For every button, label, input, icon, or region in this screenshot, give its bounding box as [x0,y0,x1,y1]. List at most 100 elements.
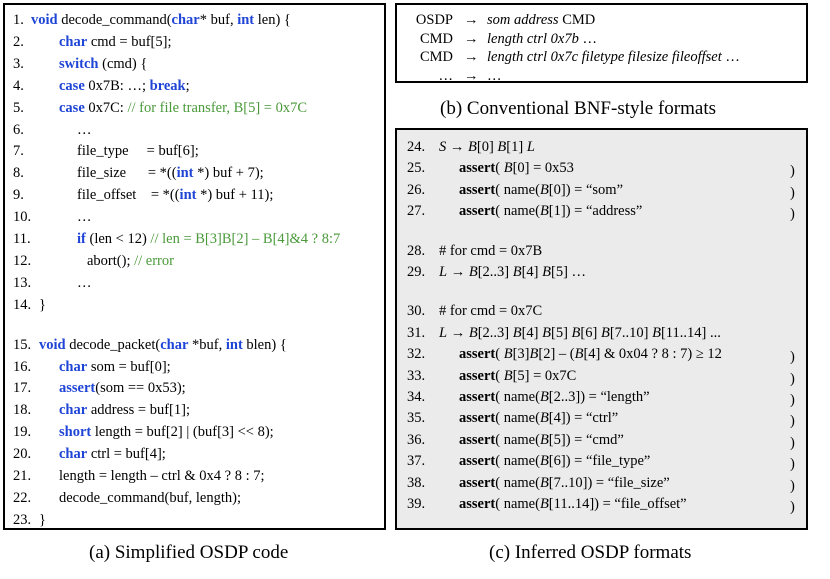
bnf-lhs: CMD [419,49,453,65]
text-segment: ; [185,77,190,94]
text-segment: B [512,324,522,341]
code-line: 3.switch (cmd) { [13,55,147,73]
line-number: 33. [407,367,426,384]
text-segment: blen) { [242,336,287,353]
text-segment: [6]) = “file_type” [548,453,651,470]
text-segment: L [439,264,448,280]
text-segment: [5] [551,324,572,341]
format-line: 31.L → B[2..3] B[4] B[5] B[6] B[7..10] B… [407,324,721,342]
text-segment: … [578,30,597,47]
text-segment: B [542,264,551,280]
code-line: 19.short length = buf[2] | (buf[3] << 8)… [13,423,274,441]
code-line: 17.assert(som == 0x53); [13,379,186,397]
text-segment: assert [459,453,496,470]
text-segment: [0] = 0x53 [512,160,574,177]
text-segment: S [439,139,447,155]
closing-paren: ) [790,477,795,494]
text-segment: } [39,511,46,528]
closing-paren: ) [790,184,795,201]
text-segment: // error [134,252,174,269]
code-line: 8.file_size = *((int *) buf + 7); [13,164,264,182]
text-segment: B [503,367,513,384]
text-segment: [6] [580,324,601,341]
line-number: 36. [407,431,426,448]
code-line: 4.case 0x7B: …; break; [13,77,190,95]
text-segment: … [487,67,502,84]
text-segment: decode_command(buf, length); [59,489,241,506]
text-segment: ( name( [495,181,540,198]
code-line: 20.char ctrl = buf[4]; [13,445,166,463]
text-segment: int [176,165,194,182]
text-segment: decode_packet( [65,336,161,353]
text-segment: [2] – ( [538,346,575,363]
text-segment: void [31,12,58,28]
closing-paren: ) [790,206,795,223]
text-segment: length = buf[2] | (buf[3] << 8); [91,424,274,441]
bnf-rhs: length ctrl 0x7b … [487,30,597,48]
text-segment: som address [487,12,559,28]
bnf-rhs: som address CMD [487,11,595,29]
text-segment: B [503,160,513,177]
text-segment: *) buf + 7); [193,165,264,182]
format-line: 32.assert( B[3]B[2] – (B[4] & 0x04 ? 8 :… [407,345,722,363]
text-segment: → [447,264,469,280]
text-segment: int [179,187,197,204]
code-line: 23.} [13,511,46,529]
format-line: 26.assert( name(B[0]) = “som” [407,181,623,199]
text-segment: [7..10] [609,324,653,341]
text-segment: *buf, [188,336,226,353]
text-segment: … [77,274,92,291]
text-segment: switch [59,55,99,72]
line-number: 28. [407,242,426,259]
code-line: 1.void decode_command(char* buf, int len… [13,11,291,29]
arrow-icon: → [464,67,479,84]
line-number: 38. [407,474,426,491]
line-number: 22. [13,489,32,506]
text-segment: int [225,336,243,353]
text-segment: L [526,139,535,155]
code-line: 11.if (len < 12) // len = B[3]B[2] – B[4… [13,230,340,248]
bnf-lhs: CMD [419,30,453,47]
text-segment: length ctrl 0x7c filetype filesize fileo… [487,49,722,65]
text-segment: char [59,402,88,419]
text-segment: B [468,264,478,280]
text-segment: B [539,389,549,405]
code-line: 15.void decode_packet(char *buf, int ble… [13,336,287,354]
text-segment: ( name( [495,410,540,427]
code-line: 7.file_type = buf[6]; [13,142,199,160]
closing-paren: ) [790,392,795,408]
line-number: 1. [13,12,24,28]
closing-paren: ) [790,349,795,366]
line-number: 11. [13,231,31,247]
line-number: 31. [407,324,426,341]
text-segment: B [600,324,610,341]
text-segment: … [721,49,740,65]
text-segment: B [503,346,513,363]
format-line: 39.assert( name(B[11..14]) = “file_offse… [407,495,687,513]
line-number: 34. [407,389,426,405]
text-segment: ctrl = buf[4]; [87,446,166,463]
text-segment: B [571,324,581,341]
text-segment: * buf, [199,12,238,28]
text-segment: ( name( [495,496,540,512]
closing-paren: ) [790,413,795,430]
code-line: 18.char address = buf[1]; [13,401,190,419]
closing-paren: ) [790,499,795,515]
text-segment: file_type = buf[6]; [77,143,199,160]
text-segment: [3] [512,346,530,363]
text-segment: B [468,139,477,155]
text-segment: assert [59,380,96,397]
text-segment: abort(); [87,252,135,269]
arrow-icon: → [464,30,479,47]
code-line: 16.char som = buf[0]; [13,358,171,376]
format-line: 29.L → B[2..3] B[4] B[5] … [407,263,586,281]
text-segment: int [237,12,255,28]
text-segment: … [77,121,92,138]
text-segment: [0] [476,139,498,155]
text-segment: CMD [558,12,596,28]
text-segment: B [539,496,549,512]
bnf-lhs: OSDP [415,12,453,28]
line-number: 26. [407,181,426,198]
